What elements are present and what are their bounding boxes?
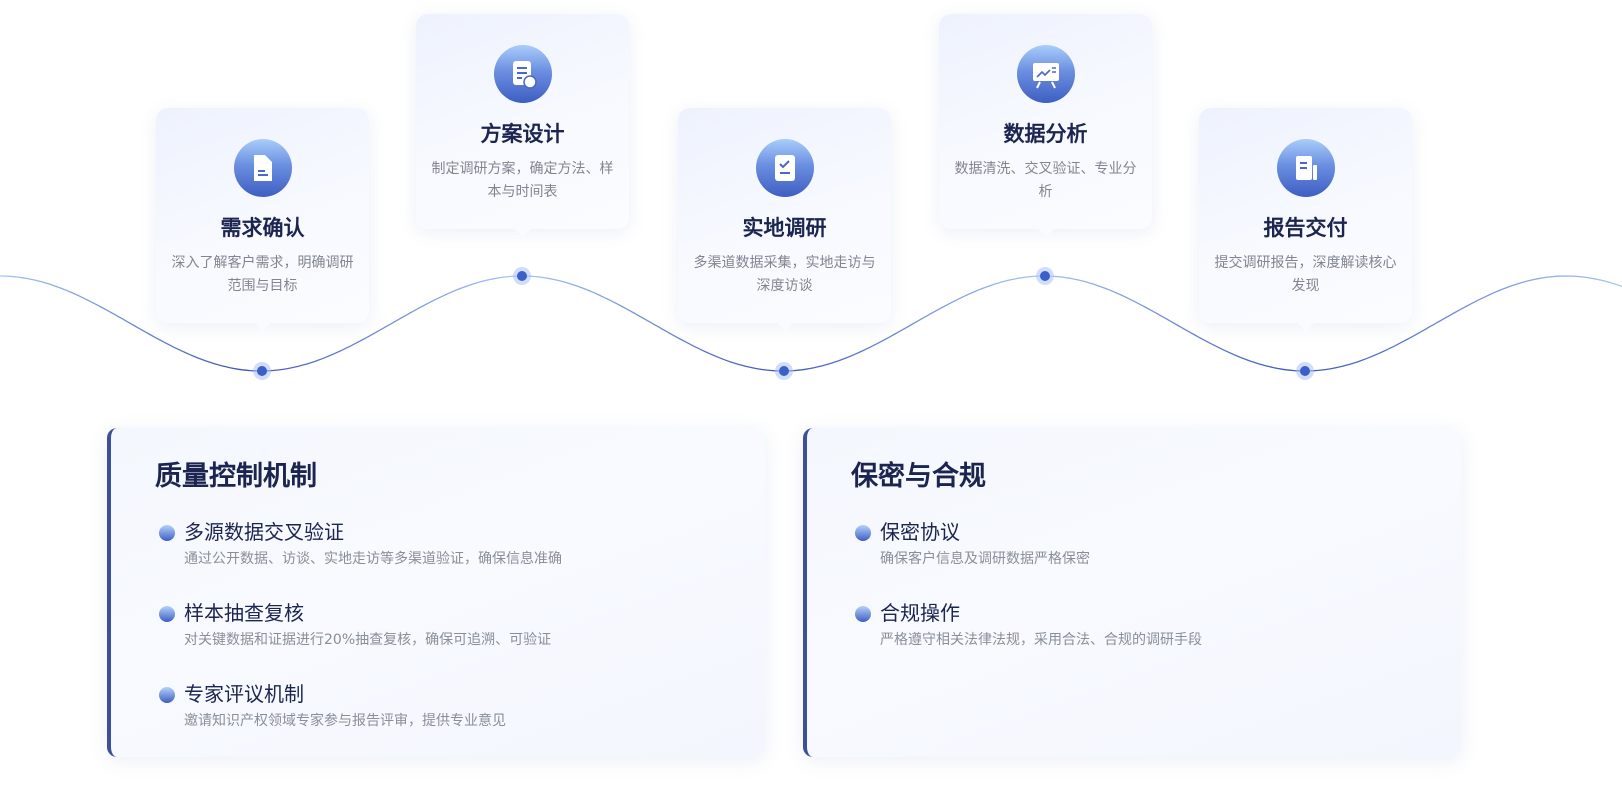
timeline-node (253, 362, 271, 380)
panel-title: 保密与合规 (851, 461, 986, 492)
step-title: 数据分析 (1003, 122, 1088, 146)
panel-item: 样本抽查复核 对关键数据和证据进行20%抽查复核，确保可追溯、可验证 (155, 585, 765, 666)
step-card: 需求确认 深入了解客户需求，明确调研范围与目标 (156, 108, 369, 331)
panel-title: 质量控制机制 (155, 461, 317, 492)
panel-item: 合规操作 严格遵守相关法律法规，采用合法、合规的调研手段 (851, 585, 1461, 666)
presentation-chart-icon (1016, 45, 1075, 103)
step-title: 报告交付 (1263, 216, 1348, 240)
step-desc: 多渠道数据采集，实地走访与深度访谈 (693, 255, 876, 294)
item-title: 多源数据交叉验证 (184, 520, 344, 544)
timeline-node (1036, 267, 1054, 285)
item-title: 专家评议机制 (184, 682, 304, 706)
timeline-node (513, 267, 531, 285)
step-title: 实地调研 (742, 216, 827, 240)
item-title: 合规操作 (880, 601, 960, 625)
step-card: 实地调研 多渠道数据采集，实地走访与深度访谈 (678, 108, 891, 331)
bullet-icon (855, 525, 871, 541)
bullet-icon (159, 687, 175, 703)
step-desc: 制定调研方案，确定方法、样本与时间表 (431, 161, 614, 200)
quality-control-panel: 质量控制机制 多源数据交叉验证 通过公开数据、访谈、实地走访等多渠道验证，确保信… (107, 428, 765, 757)
item-desc: 邀请知识产权领域专家参与报告评审，提供专业意见 (184, 713, 506, 729)
step-card: 数据分析 数据清洗、交叉验证、专业分析 (939, 14, 1152, 237)
panel-item: 保密协议 确保客户信息及调研数据严格保密 (851, 504, 1461, 585)
step-card: 报告交付 提交调研报告，深度解读核心发现 (1199, 108, 1412, 331)
edit-document-icon (493, 45, 552, 103)
step-desc: 数据清洗、交叉验证、专业分析 (954, 161, 1137, 200)
clipboard-check-icon (755, 139, 814, 197)
item-title: 保密协议 (880, 520, 960, 544)
bullet-icon (159, 525, 175, 541)
step-desc: 提交调研报告，深度解读核心发现 (1214, 255, 1397, 294)
compliance-panel: 保密与合规 保密协议 确保客户信息及调研数据严格保密 合规操作 严格遵守相关法律… (803, 428, 1461, 757)
item-desc: 确保客户信息及调研数据严格保密 (880, 551, 1090, 567)
timeline-node (775, 362, 793, 380)
timeline-node (1296, 362, 1314, 380)
document-icon (233, 139, 292, 197)
panel-item: 多源数据交叉验证 通过公开数据、访谈、实地走访等多渠道验证，确保信息准确 (155, 504, 765, 585)
item-desc: 严格遵守相关法律法规，采用合法、合规的调研手段 (880, 632, 1202, 648)
item-title: 样本抽查复核 (184, 601, 304, 625)
step-desc: 深入了解客户需求，明确调研范围与目标 (171, 255, 354, 294)
bullet-icon (855, 606, 871, 622)
step-card: 方案设计 制定调研方案，确定方法、样本与时间表 (416, 14, 629, 237)
report-icon (1276, 139, 1335, 197)
panel-item: 专家评议机制 邀请知识产权领域专家参与报告评审，提供专业意见 (155, 666, 765, 747)
item-desc: 通过公开数据、访谈、实地走访等多渠道验证，确保信息准确 (184, 551, 562, 567)
step-title: 方案设计 (480, 122, 565, 146)
item-desc: 对关键数据和证据进行20%抽查复核，确保可追溯、可验证 (184, 632, 552, 648)
step-title: 需求确认 (220, 216, 305, 240)
bullet-icon (159, 606, 175, 622)
